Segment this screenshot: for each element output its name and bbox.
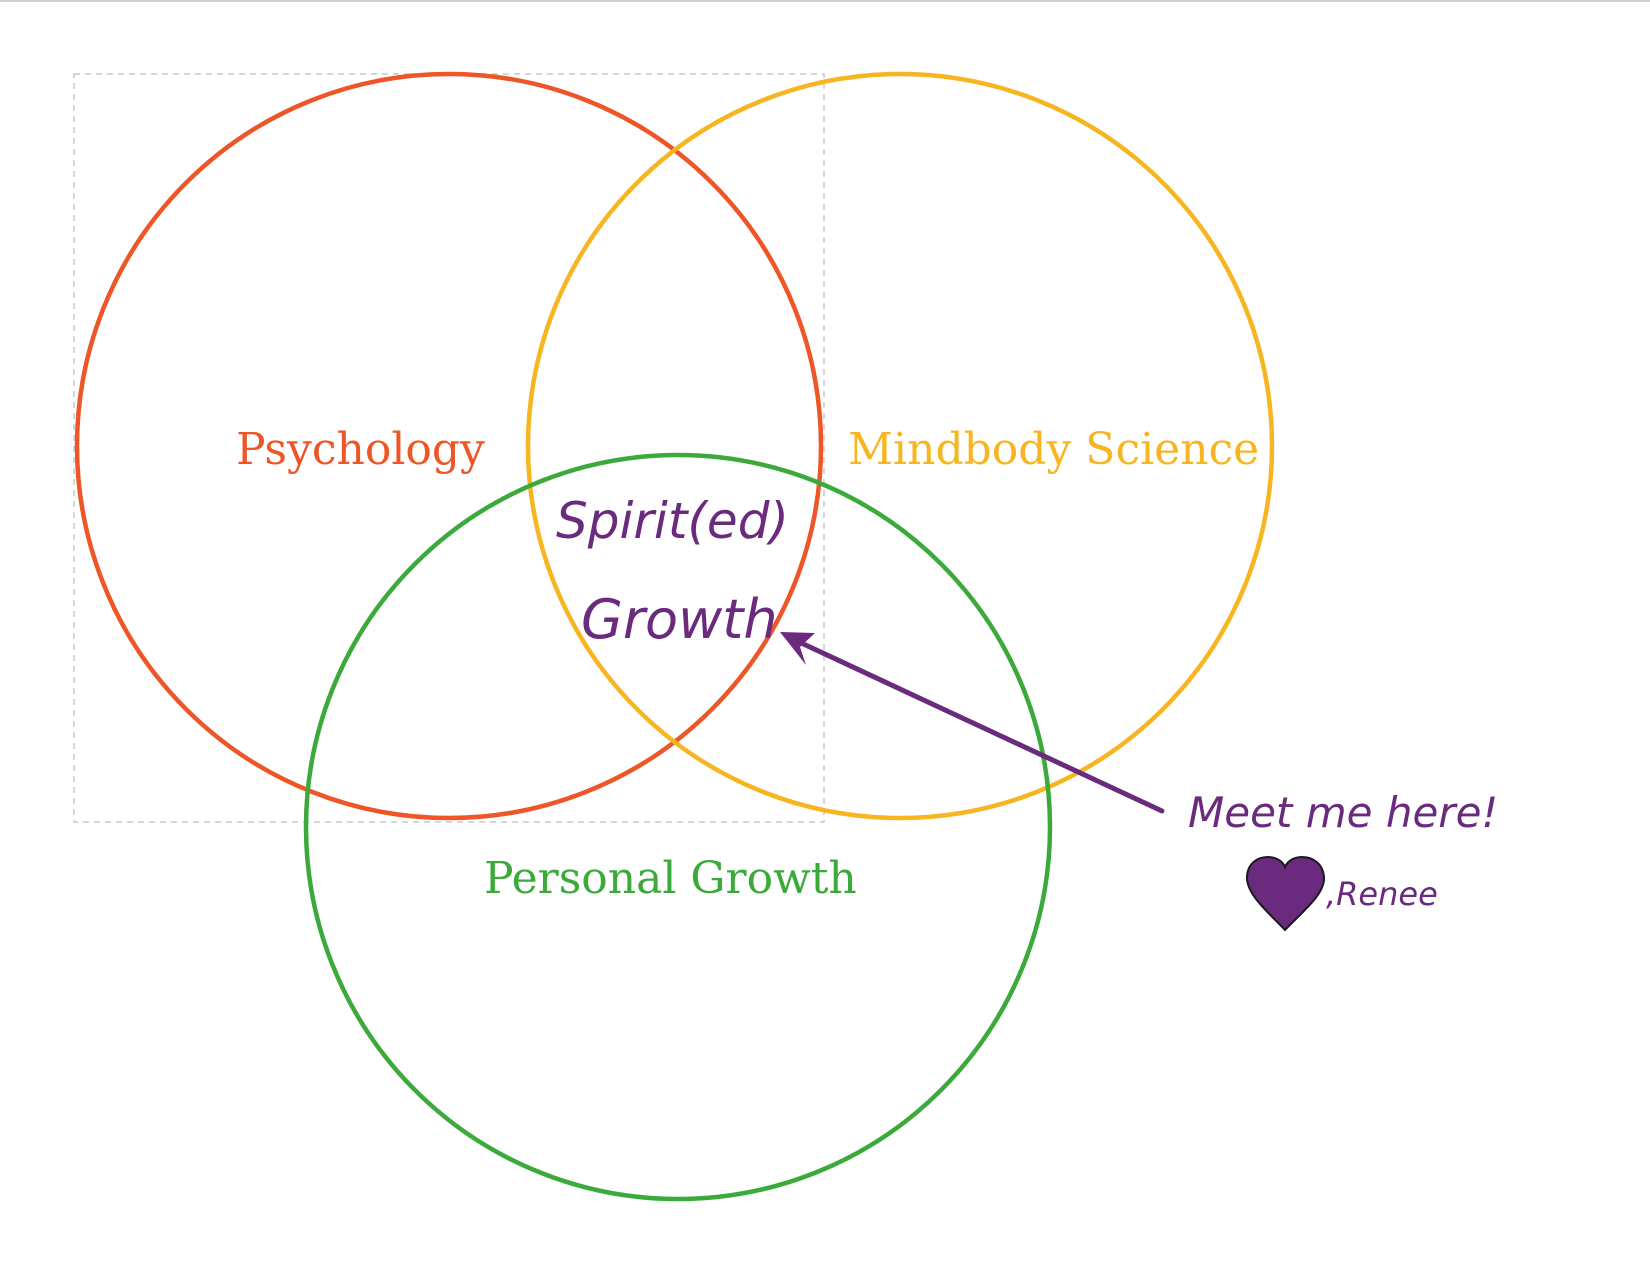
callout-arrow-line	[794, 638, 1165, 814]
mindbody-science-label: Mindbody Science	[848, 424, 1260, 475]
center-label-line2: Growth	[581, 588, 778, 651]
mindbody-science-circle	[525, 71, 1275, 821]
center-label-line1: Spirit(ed)	[556, 492, 789, 550]
psychology-circle	[74, 71, 824, 821]
callout-text: Meet me here!	[1188, 788, 1499, 837]
heart-icon	[1245, 855, 1326, 932]
personal-growth-circle	[303, 452, 1053, 1202]
psychology-label: Psychology	[236, 424, 485, 475]
callout-arrow-head	[780, 632, 815, 665]
signature-text: ,Renee	[1326, 875, 1438, 913]
personal-growth-label: Personal Growth	[484, 853, 857, 904]
